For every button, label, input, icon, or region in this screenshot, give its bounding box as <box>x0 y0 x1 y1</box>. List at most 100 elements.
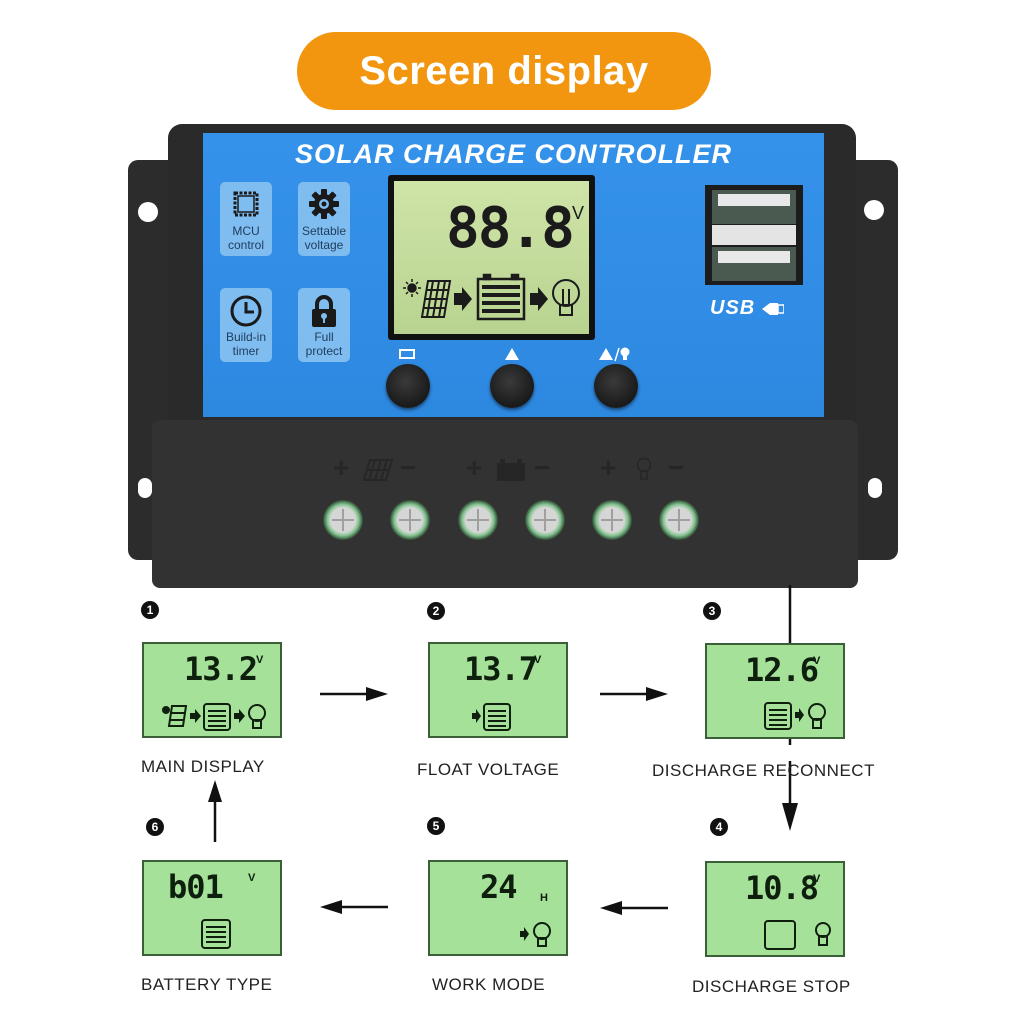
lcd-unit: H <box>540 892 548 904</box>
solar-plus-sign: + <box>333 452 350 483</box>
load-plus-sign: + <box>600 452 617 483</box>
lcd-flow-icons <box>162 703 266 731</box>
step-number: 6 <box>146 818 164 836</box>
battery-icon <box>764 702 792 730</box>
lcd-flow-icons <box>201 919 231 949</box>
lcd-unit: V <box>572 203 585 223</box>
arrow-right-icon <box>472 709 481 723</box>
feature-build-in-timer: Build-in timer <box>220 288 272 362</box>
bulb-icon <box>248 704 266 729</box>
solar-panel-icon <box>162 705 188 727</box>
triangle-up-icon <box>505 348 519 360</box>
usb-plug-icon <box>761 302 785 315</box>
step-discharge-stop-lcd: 10.8 V <box>705 861 845 957</box>
step-float-voltage-lcd: 13.7 V <box>428 642 568 738</box>
bulb-icon <box>552 279 580 316</box>
load-minus-sign: − <box>668 452 685 483</box>
chip-icon <box>233 191 259 217</box>
load-negative-terminal[interactable] <box>659 500 699 540</box>
arrow-right-icon <box>320 687 388 701</box>
lcd-value: b01 <box>168 868 224 906</box>
step-battery-type-lcd: b01 V <box>142 860 282 956</box>
step-number: 3 <box>703 602 721 620</box>
arrow-right-icon <box>234 709 245 723</box>
feature-label: MCU control <box>227 224 265 252</box>
battery-icon <box>476 273 526 321</box>
bulb-icon <box>808 703 826 729</box>
battery-plus-sign: + <box>466 452 483 483</box>
solar-negative-terminal[interactable] <box>390 500 430 540</box>
arrow-right-icon <box>795 708 804 722</box>
clock-icon <box>230 295 262 327</box>
feature-settable-voltage: Settable voltage <box>298 182 350 256</box>
lcd-value: 10.8 <box>745 869 819 907</box>
lcd-unit: V <box>534 654 542 666</box>
usb-ports[interactable] <box>705 185 803 285</box>
step-number: 1 <box>141 601 159 619</box>
arrow-right-icon <box>600 687 668 701</box>
arrow-right-icon <box>520 927 529 941</box>
step-main-display-lcd: 13.2 V <box>142 642 282 738</box>
screen-display-banner: Screen display <box>297 32 711 110</box>
load-positive-terminal[interactable] <box>592 500 632 540</box>
lcd-flow-icons <box>472 703 511 731</box>
terminal-block <box>152 420 858 588</box>
up-button[interactable] <box>490 364 534 408</box>
battery-icon <box>203 703 231 731</box>
lcd-flow-icons <box>520 922 551 947</box>
mounting-hole <box>138 478 152 498</box>
bulb-icon <box>815 922 831 946</box>
flow-connector <box>782 585 798 831</box>
mounting-hole <box>864 200 884 220</box>
step-label: BATTERY TYPE <box>141 975 273 994</box>
lcd-flow-icons <box>764 920 831 950</box>
lcd-flow-icons <box>403 273 580 321</box>
battery-positive-terminal[interactable] <box>458 500 498 540</box>
solar-minus-sign: − <box>400 452 417 483</box>
lcd-flow-icons <box>764 702 826 730</box>
arrow-left-icon <box>320 900 388 914</box>
step-number: 4 <box>710 818 728 836</box>
gear-icon <box>309 189 339 219</box>
lcd-value: 24 <box>480 868 518 906</box>
mounting-hole <box>868 478 882 498</box>
step-discharge-reconnect-lcd: 12.6 V <box>705 643 845 739</box>
usb-port[interactable] <box>712 190 796 224</box>
feature-label: Settable voltage <box>301 224 347 252</box>
feature-label: Full protect <box>305 330 343 358</box>
lcd-panel: 88.8 V <box>394 181 589 334</box>
battery-empty-icon <box>764 920 796 950</box>
lcd-screen: 88.8 V <box>388 175 595 340</box>
usb-port[interactable] <box>712 247 796 281</box>
down-load-button[interactable] <box>594 364 638 408</box>
lcd-value: 13.2 <box>184 650 258 688</box>
solar-panel-icon <box>362 459 394 481</box>
usb-logo: USB <box>710 297 785 320</box>
feature-full-protect: Full protect <box>298 288 350 362</box>
battery-icon <box>483 703 511 731</box>
lcd-value: 13.7 <box>464 650 538 688</box>
lcd-unit: V <box>248 872 256 884</box>
battery-negative-terminal[interactable] <box>525 500 565 540</box>
step-number: 5 <box>427 817 445 835</box>
step-label: DISCHARGE RECONNECT <box>652 761 875 780</box>
lcd-value: 12.6 <box>745 651 819 689</box>
bulb-icon <box>533 922 551 947</box>
battery-icon <box>201 919 231 949</box>
step-label: FLOAT VOLTAGE <box>417 760 560 779</box>
step-label: WORK MODE <box>432 975 546 994</box>
step-work-mode-lcd: 24 H <box>428 860 568 956</box>
arrow-right-icon <box>454 287 472 311</box>
lcd-unit: V <box>256 654 264 666</box>
lock-icon <box>312 295 336 327</box>
step-number: 2 <box>427 602 445 620</box>
menu-button[interactable] <box>386 364 430 408</box>
lcd-reading: 88.8 <box>446 196 575 261</box>
step-label: DISCHARGE STOP <box>692 977 851 996</box>
solar-panel-icon <box>420 280 452 318</box>
banner-title: Screen display <box>359 48 649 93</box>
feature-mcu-control: MCU control <box>220 182 272 256</box>
solar-positive-terminal[interactable] <box>323 500 363 540</box>
sun-icon <box>403 279 421 297</box>
device-title: SOLAR CHARGE CONTROLLER <box>295 139 732 169</box>
